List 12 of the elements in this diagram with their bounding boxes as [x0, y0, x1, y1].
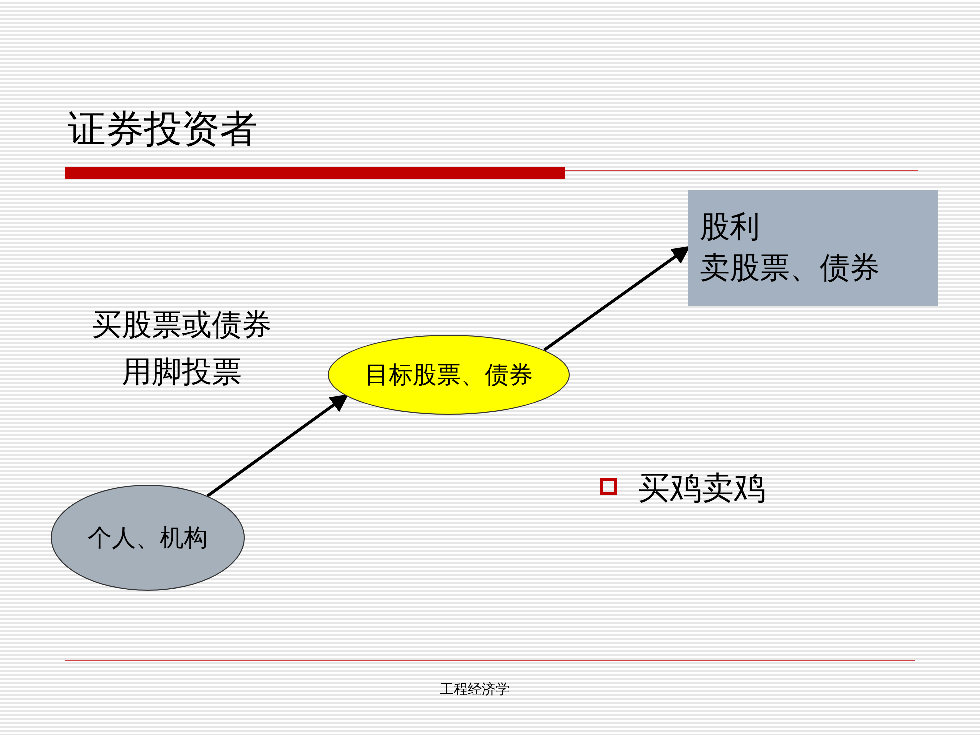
node-text: 卖股票、债券 — [700, 250, 881, 288]
node-text: 个人、机构 — [88, 523, 208, 554]
slide-title: 证券投资者 — [68, 106, 258, 153]
footer-text: 工程经济学 — [440, 681, 510, 699]
node-text: 股利 — [700, 209, 761, 247]
annotation-text: 用脚投票 — [121, 354, 243, 392]
annotation-text: 买股票或债券 — [91, 307, 273, 345]
arrow — [543, 246, 690, 352]
arrow — [206, 394, 349, 498]
bullet-text: 买鸡卖鸡 — [638, 468, 766, 509]
node-text: 目标股票、债券 — [365, 360, 533, 391]
info-box — [688, 190, 938, 306]
